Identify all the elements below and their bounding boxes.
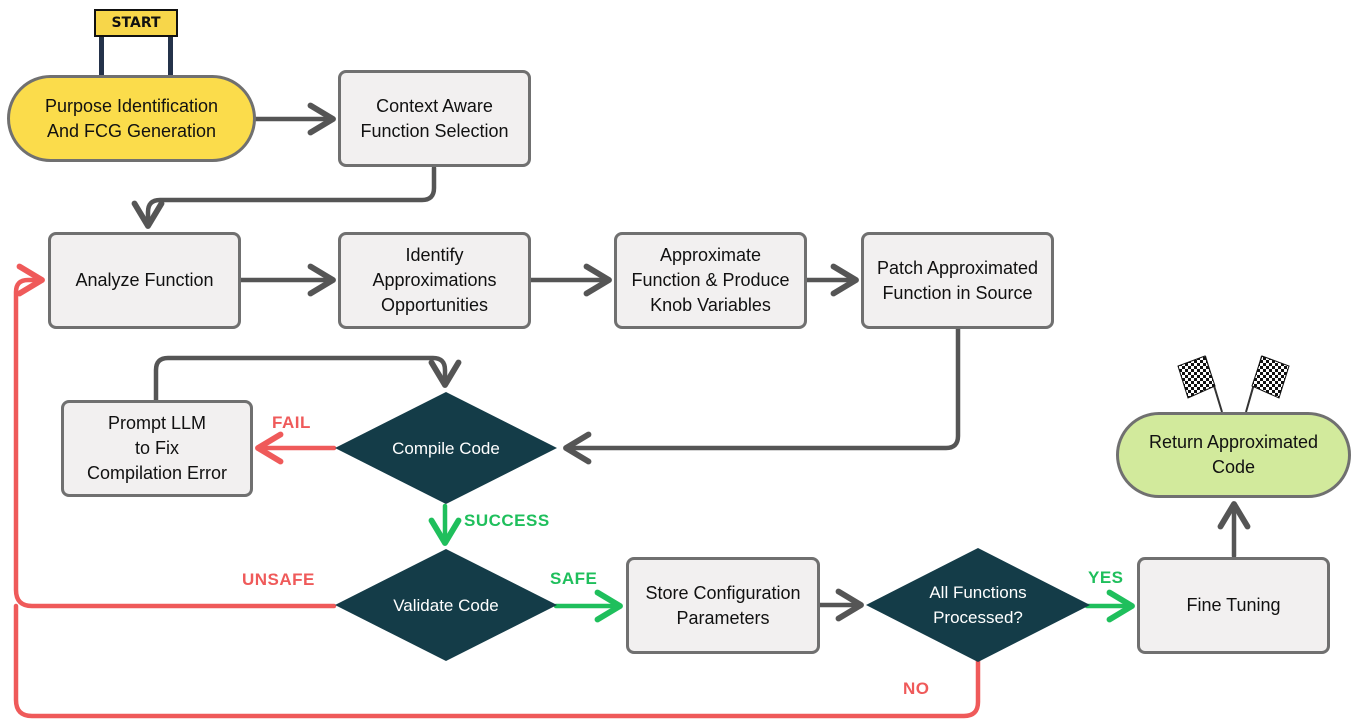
approximate-function-node: Approximate Function & Produce Knob Vari…	[614, 232, 807, 329]
edge-allprocessed-no-loop	[13, 603, 981, 719]
return-approximated-label: Return Approximated Code	[1148, 432, 1319, 477]
prompt-llm-label: Prompt LLM to Fix Compilation Error	[86, 413, 228, 483]
patch-source-node: Patch Approximated Function in Source	[861, 232, 1054, 329]
allprocessed-decision-shape	[866, 548, 1090, 662]
return-approximated-node: Return Approximated Code	[1116, 412, 1351, 498]
compile-decision-shape	[335, 392, 557, 504]
start-sign-icon	[94, 9, 178, 75]
edge-prompt-to-compile	[153, 355, 462, 403]
start-sign-label: START	[111, 15, 161, 31]
edge-context-to-analyze	[131, 165, 437, 229]
store-configuration-label: Store Configuration Parameters	[645, 582, 801, 628]
approximate-function-label: Approximate Function & Produce Knob Vari…	[631, 245, 790, 315]
validate-decision-shape	[335, 549, 557, 661]
fine-tuning-node: Fine Tuning	[1137, 557, 1330, 654]
patch-source-label: Patch Approximated Function in Source	[876, 257, 1039, 303]
identify-opportunities-label: Identify Approximations Opportunities	[372, 245, 497, 315]
store-configuration-node: Store Configuration Parameters	[626, 557, 820, 654]
no-edge-label: NO	[903, 679, 930, 698]
all-functions-processed-label: All Functions Processed?	[929, 583, 1027, 627]
success-edge-label: SUCCESS	[464, 511, 550, 530]
edge-validate-unsafe-to-analyze	[13, 263, 337, 609]
purpose-identification-node: Purpose Identification And FCG Generatio…	[7, 75, 256, 162]
checkered-flags-icon	[1177, 355, 1290, 413]
edge-patch-to-compile	[563, 325, 961, 465]
unsafe-edge-label: UNSAFE	[242, 570, 315, 589]
prompt-llm-node: Prompt LLM to Fix Compilation Error	[61, 400, 253, 497]
context-aware-selection-label: Context Aware Function Selection	[360, 95, 509, 141]
context-aware-selection-node: Context Aware Function Selection	[338, 70, 531, 167]
safe-edge-label: SAFE	[550, 569, 598, 588]
identify-opportunities-node: Identify Approximations Opportunities	[338, 232, 531, 329]
fail-edge-label: FAIL	[272, 413, 311, 432]
yes-edge-label: YES	[1088, 568, 1124, 587]
purpose-identification-label: Purpose Identification And FCG Generatio…	[44, 95, 219, 141]
fine-tuning-label: Fine Tuning	[1186, 595, 1281, 615]
analyze-function-node: Analyze Function	[48, 232, 241, 329]
validate-code-label: Validate Code	[393, 595, 499, 615]
compile-code-label: Compile Code	[392, 438, 500, 458]
analyze-function-label: Analyze Function	[75, 270, 214, 290]
